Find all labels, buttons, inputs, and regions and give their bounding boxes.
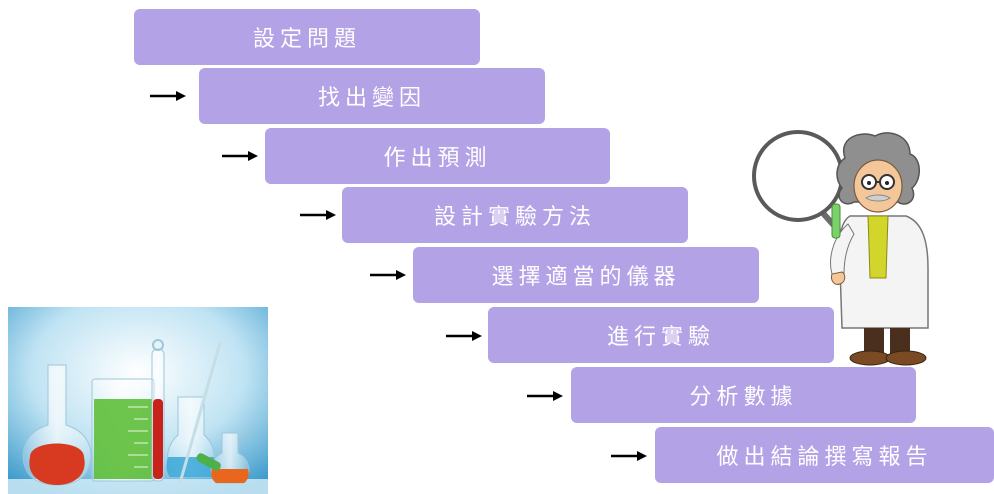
step-3-make-prediction: 作出預測 bbox=[265, 128, 610, 184]
step-7-analyze-data: 分析數據 bbox=[571, 367, 916, 423]
arrow-right-icon bbox=[370, 270, 406, 280]
step-6-run-experiment: 進行實驗 bbox=[488, 307, 834, 363]
arrow-right-icon bbox=[222, 151, 258, 161]
step-4-design-method: 設計實驗方法 bbox=[342, 187, 688, 243]
step-1-define-problem: 設定問題 bbox=[134, 9, 480, 65]
step-5-choose-instruments: 選擇適當的儀器 bbox=[413, 247, 759, 303]
step-2-identify-variables: 找出變因 bbox=[199, 68, 545, 124]
laboratory-glassware-icon bbox=[8, 307, 268, 494]
arrow-right-icon bbox=[150, 91, 186, 101]
step-8-conclude-report: 做出結論撰寫報告 bbox=[655, 427, 994, 483]
arrow-right-icon bbox=[446, 331, 482, 341]
scientist-with-magnifying-glass-icon bbox=[752, 130, 929, 366]
arrow-right-icon bbox=[611, 451, 647, 461]
arrow-right-icon bbox=[527, 391, 563, 401]
arrow-right-icon bbox=[300, 210, 336, 220]
